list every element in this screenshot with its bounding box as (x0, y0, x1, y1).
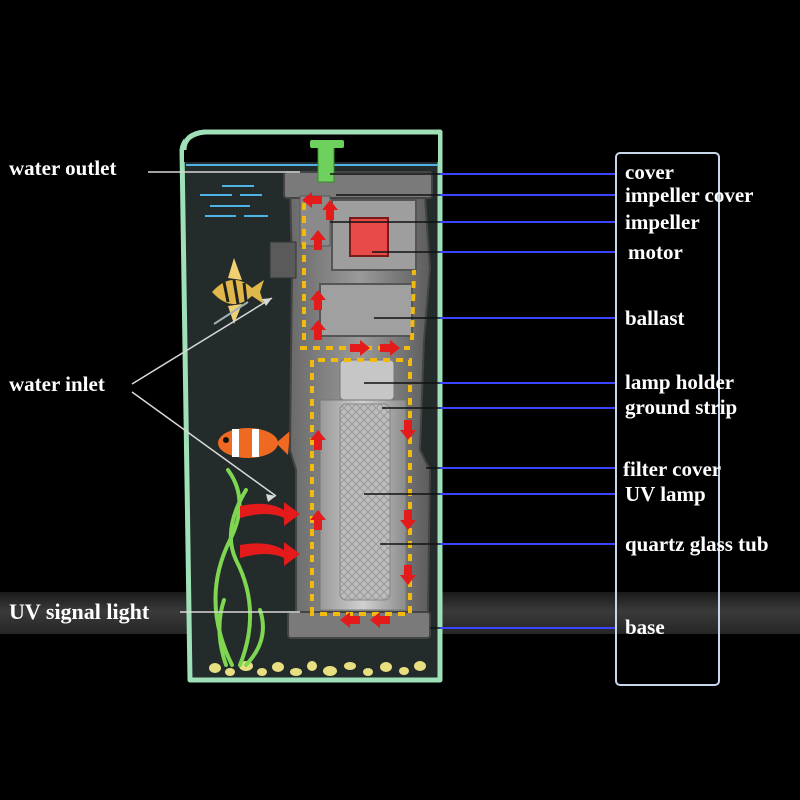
label-uv-lamp: UV lamp (625, 484, 706, 505)
label-impeller-cover: impeller cover (625, 185, 753, 206)
uv-lamp (340, 404, 390, 600)
label-base: base (625, 617, 665, 638)
motor-block (350, 218, 388, 256)
label-ground-strip: ground strip (625, 397, 737, 418)
right-leader-lines (440, 174, 616, 628)
label-lamp-holder: lamp holder (625, 372, 734, 393)
label-impeller: impeller (625, 212, 700, 233)
label-quartz-glass-tub: quartz glass tub (625, 534, 769, 555)
label-filter-cover: filter cover (623, 459, 721, 480)
ballast-box (320, 284, 412, 336)
label-water-outlet: water outlet (9, 158, 117, 179)
label-motor: motor (628, 242, 683, 263)
label-uv-signal-light: UV signal light (9, 601, 149, 623)
label-water-inlet: water inlet (9, 374, 105, 395)
label-cover: cover (625, 162, 674, 183)
label-ballast: ballast (625, 308, 685, 329)
